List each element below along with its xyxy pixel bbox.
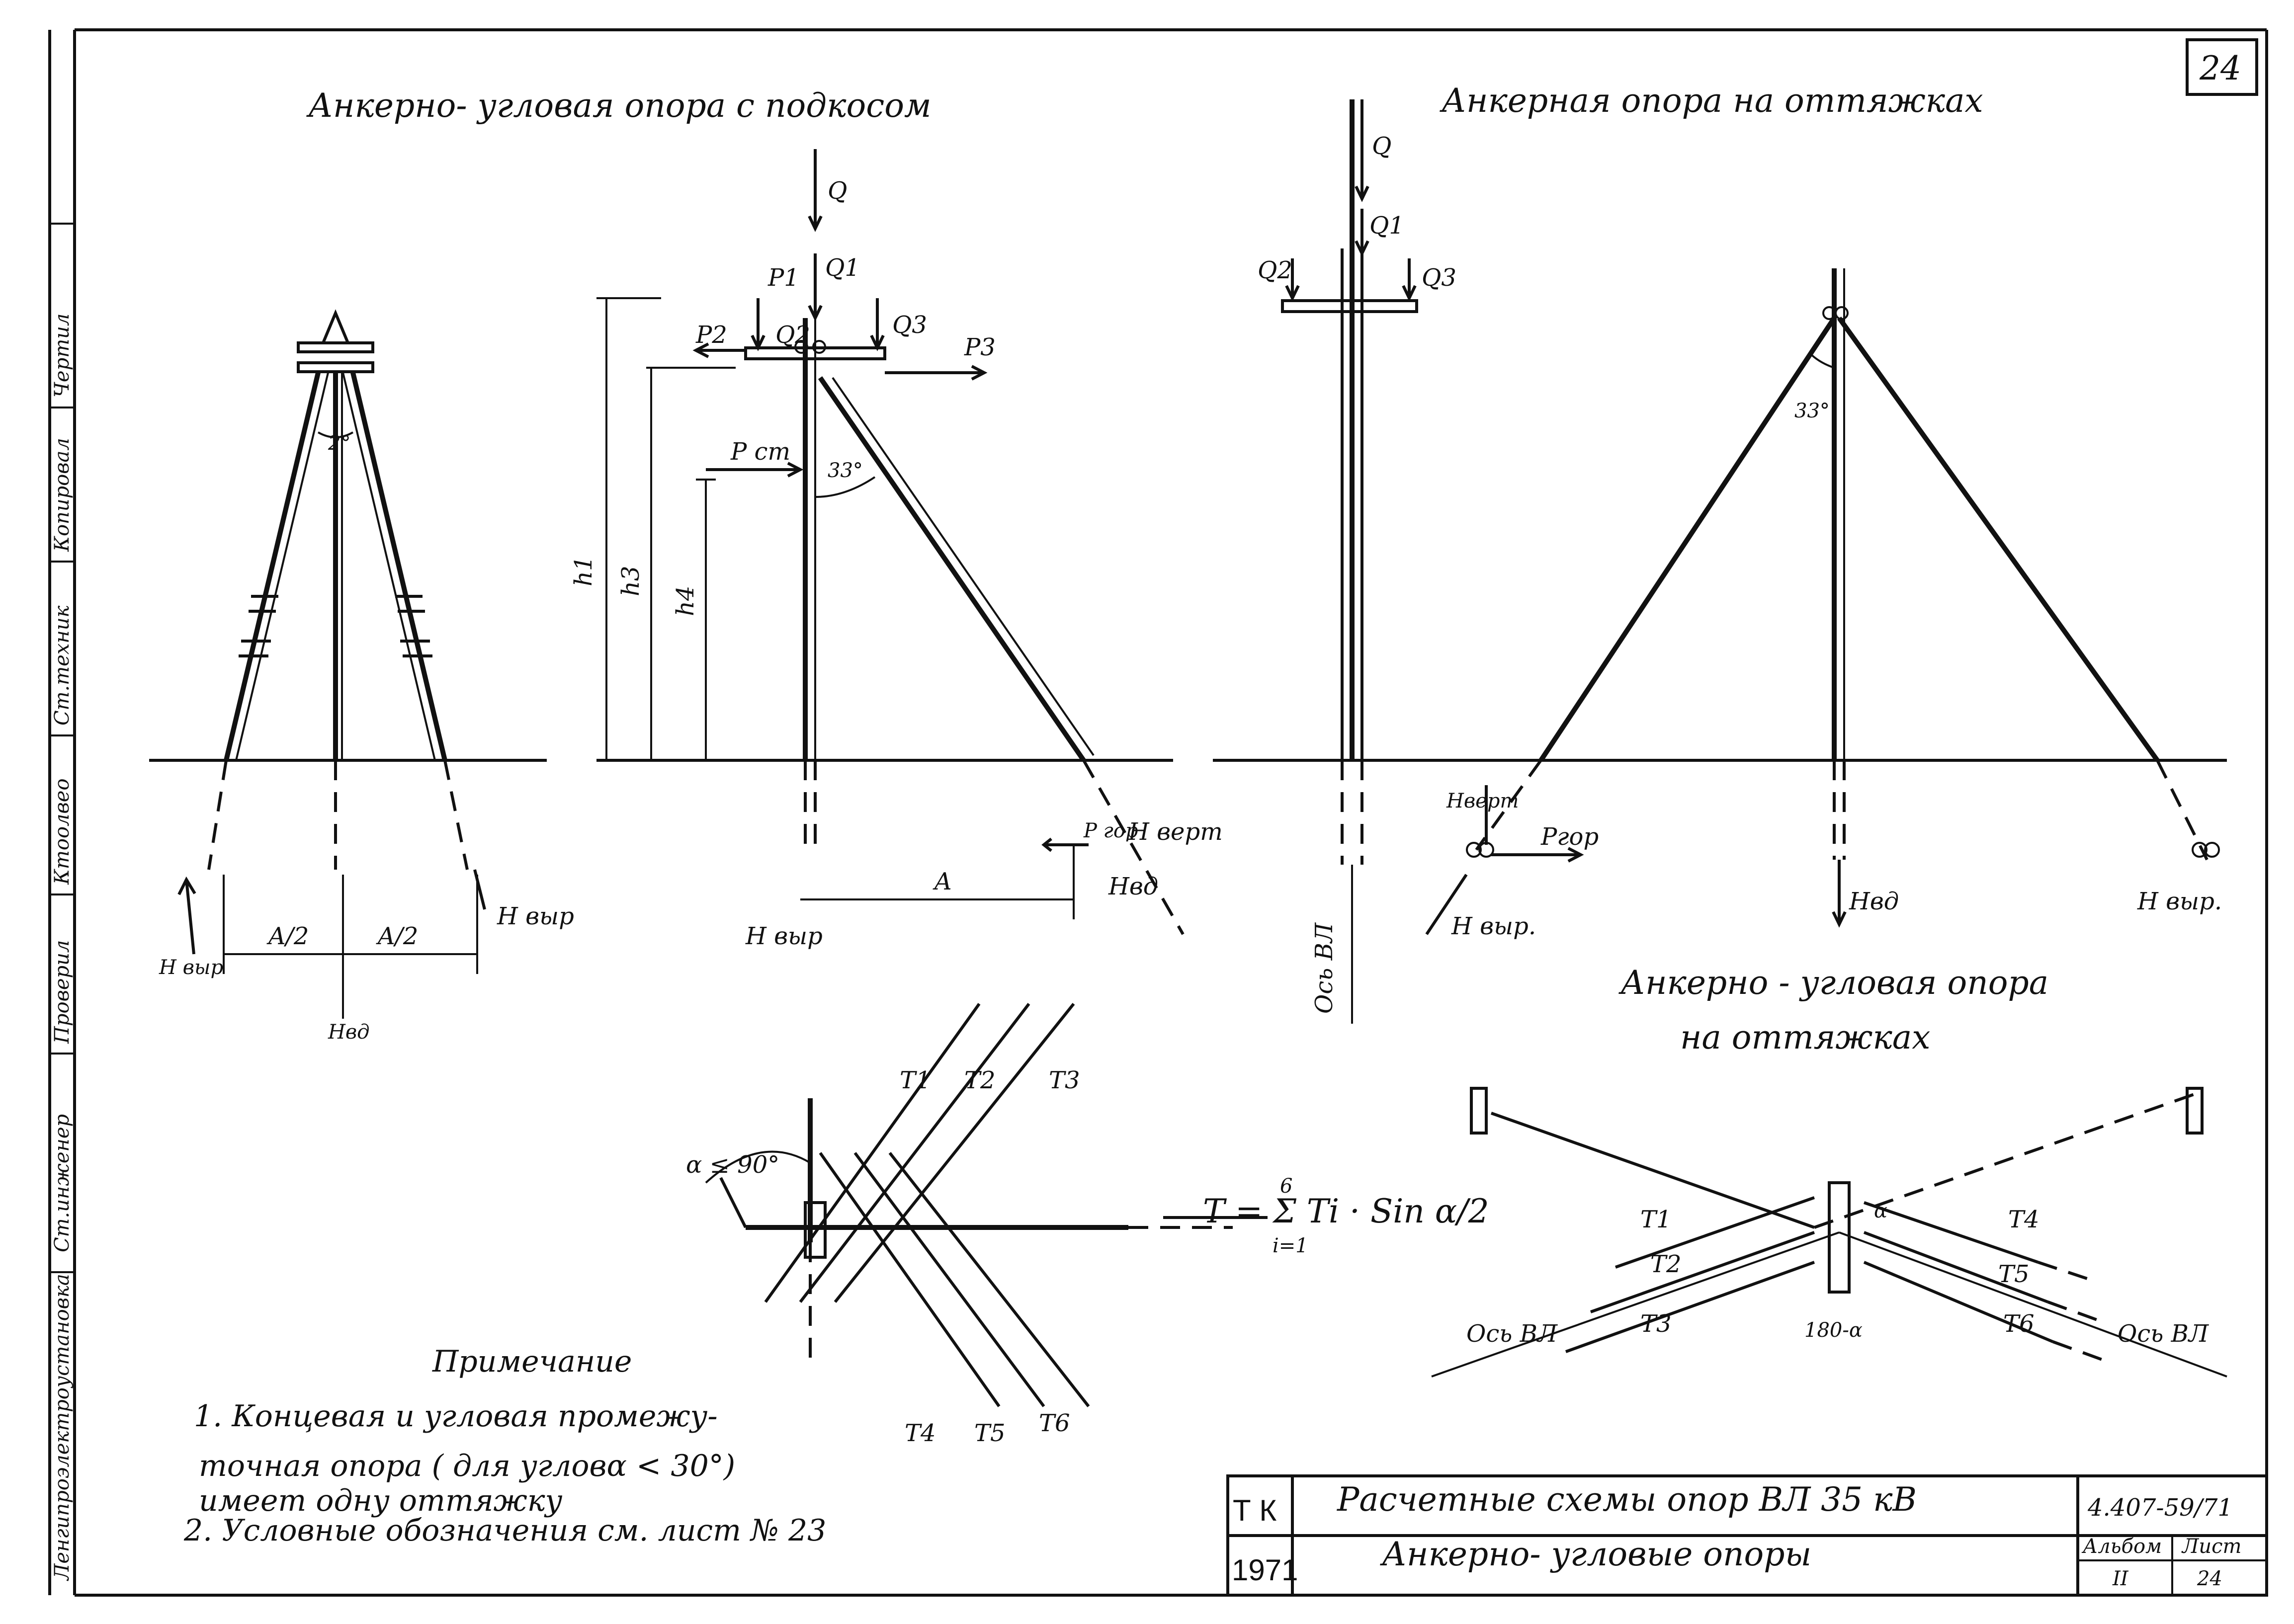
title-block-title-line1: Расчетные схемы опор ВЛ 35 кВ (1337, 1480, 1917, 1519)
notes-line4: 2. Условные обозначения см. лист № 23 (183, 1513, 826, 1548)
drawing3-p-gor: Pгор (1540, 823, 1599, 851)
drawing5-T5: T5 (1998, 1260, 2030, 1288)
drawing5-T1: T1 (1640, 1206, 1672, 1233)
drawing2-load-q: Q (828, 177, 847, 205)
drawing1-dim-half-right: A/2 (376, 922, 418, 950)
drawing2-dim-a: A (933, 868, 952, 895)
side-stamp-technician: Ст.техник (51, 605, 74, 726)
drawing5-angle-bottom: 180-α (1804, 1319, 1863, 1342)
drawing-anchor-pole-guys: Анкерная опора на оттяжках Q Q1 Q2 Q3 Ос… (1213, 81, 2227, 1024)
sheet-frame (48, 28, 2268, 1597)
drawing2-dim-h1: h1 (570, 556, 597, 586)
drawing5-title-line1: Анкерно - угловая опора (1618, 964, 2048, 1002)
drawing4-T5: T5 (974, 1419, 1006, 1447)
drawing5-T2: T2 (1650, 1250, 1682, 1278)
drawing-pole-with-strut: Q Q1 P1 Q2 Q3 P2 P3 P ст h1 h3 h4 33° (570, 149, 1223, 950)
drawing4-T4: T4 (905, 1419, 936, 1447)
drawing2-n-vert: Н верт (1128, 818, 1223, 846)
drawing4-alpha-label: α ≤ 90° (686, 1151, 779, 1179)
drawing1-n-vyr-right: Н выр (497, 902, 574, 930)
drawing3-load-q3: Q3 (1422, 264, 1456, 292)
title-block: Т К 1971 Расчетные схемы опор ВЛ 35 кВ А… (1226, 1474, 2268, 1597)
title-block-sheet-label: Лист (2181, 1535, 2241, 1558)
drawing2-load-pst: P ст (730, 438, 790, 466)
side-stamp-engineer: Ст.инженер (51, 1114, 74, 1252)
drawing4-T2: T2 (964, 1066, 996, 1094)
drawing5-axis-left: Ось ВЛ (1466, 1320, 1558, 1348)
drawing3-n-vyr-left: Н выр. (1451, 912, 1536, 940)
side-stamp: Ленгипроэлектроустановка Ст.инженер Пров… (51, 314, 74, 1581)
drawing3-n-vd: Нвд (1849, 888, 1899, 915)
drawing2-load-q1: Q1 (825, 254, 860, 282)
drawing2-load-q2: Q2 (775, 321, 810, 349)
drawing1-dim-half-left: A/2 (266, 922, 309, 950)
title-block-title-line2: Анкерно- угловые опоры (1380, 1535, 1811, 1573)
drawing-plan-view-guys: α ≤ 90° T1 T2 T3 T4 T5 T6 T = Σ Ti · Sin… (686, 1003, 1489, 1447)
drawing-a-frame-pole: Анкерно- угловая опора с подкосом 2° (149, 86, 932, 1044)
drawing3-n-vyr-right: Н выр. (2137, 888, 2222, 915)
title-block-code: Т К (1233, 1494, 1276, 1527)
drawing1-n-vyr-left: Н выр (159, 956, 223, 979)
sheet-number-box: 24 (2186, 38, 2258, 96)
drawing5-T6: T6 (2003, 1310, 2035, 1338)
drawing4-formula: T = Σ Ti · Sin α/2 (1203, 1192, 1489, 1230)
title-block-sheet-value: 24 (2197, 1567, 2222, 1590)
side-stamp-drawn: Чертил (51, 314, 74, 398)
title-block-doc-number: 4.407-59/71 (2087, 1494, 2233, 1522)
title-block-year: 1971 (1232, 1553, 1298, 1587)
drawing5-T3: T3 (1640, 1310, 1672, 1338)
side-stamp-checked: Проверил (51, 940, 74, 1044)
drawing5-alpha: α (1874, 1200, 1887, 1222)
drawing5-T4: T4 (2008, 1206, 2039, 1233)
drawing4-formula-bottom: i=1 (1273, 1234, 1308, 1257)
notes-line2: точная опора ( для угловα < 30°) (199, 1449, 735, 1483)
drawing5-title-line2: на оттяжках (1680, 1018, 1930, 1056)
drawing-anchor-angle-plan: Анкерно - угловая опора на оттяжках α 18… (1431, 964, 2227, 1378)
drawing2-load-q3: Q3 (892, 311, 927, 339)
drawing1-n-vd: Нвд (328, 1021, 370, 1044)
notes-block: Примечание 1. Концевая и угловая промежу… (183, 1344, 826, 1548)
drawing4-formula-top: 6 (1280, 1175, 1292, 1198)
drawing3-title: Анкерная опора на оттяжках (1440, 81, 1983, 120)
notes-line1: 1. Концевая и угловая промежу- (194, 1399, 718, 1434)
drawing2-n-vd: Нвд (1108, 873, 1158, 900)
drawing2-n-vyr: Н выр (745, 922, 823, 950)
drawing1-title: Анкерно- угловая опора с подкосом (306, 86, 932, 125)
drawing1-angle-label: 2° (328, 432, 350, 455)
notes-heading: Примечание (432, 1344, 632, 1379)
side-stamp-author: Ктоолвео (51, 778, 74, 885)
drawing3-angle-label: 33° (1794, 400, 1830, 422)
side-stamp-org: Ленгипроэлектроустановка (51, 1274, 74, 1581)
drawing5-axis-right: Ось ВЛ (2118, 1320, 2209, 1348)
side-stamp-copied: Копировал (51, 438, 74, 552)
drawing2-load-p1: P1 (767, 264, 799, 292)
drawing3-load-q1: Q1 (1369, 212, 1404, 240)
drawing4-T1: T1 (900, 1066, 931, 1094)
drawing4-T6: T6 (1039, 1409, 1070, 1437)
drawing2-angle-label: 33° (828, 459, 863, 482)
drawing2-load-p2: P2 (695, 321, 727, 349)
drawing3-n-vert: Нверт (1446, 790, 1519, 812)
drawing3-load-q2: Q2 (1258, 256, 1292, 284)
drawing2-dim-h4: h4 (672, 586, 699, 616)
drawing2-load-p3: P3 (964, 333, 996, 361)
title-block-album-label: Альбом (2081, 1535, 2162, 1558)
drawing3-load-q: Q (1372, 132, 1391, 160)
notes-line3: имеет одну оттяжку (199, 1483, 563, 1518)
drawing2-dim-h3: h3 (617, 566, 645, 596)
drawing3-axis: Ось ВЛ (1310, 922, 1338, 1014)
drawing4-T3: T3 (1049, 1066, 1080, 1094)
title-block-album-value: II (2112, 1567, 2129, 1590)
drawing2-p-gor: P гор (1083, 819, 1138, 842)
sheet-number: 24 (2199, 49, 2241, 87)
